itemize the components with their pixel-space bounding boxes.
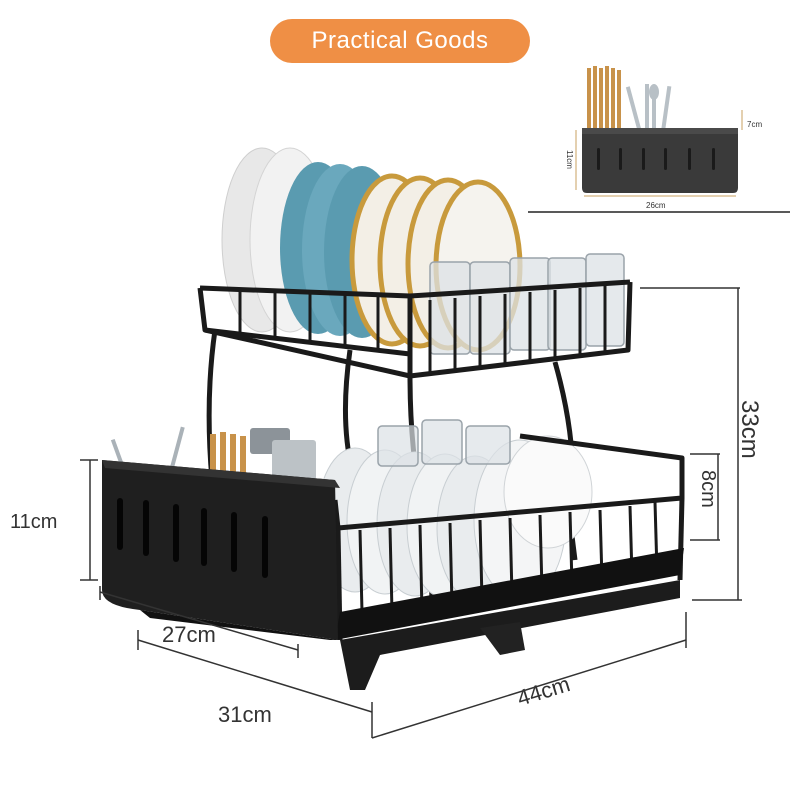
- top-tier-glasses: [429, 253, 625, 355]
- caddy-height-label: 11cm: [10, 511, 57, 533]
- dimension-lines: [80, 287, 742, 739]
- lower-tier-height-label: 8cm: [697, 470, 719, 508]
- bottom-tier-glasses: [377, 419, 511, 467]
- main-dish-rack-image: [102, 147, 685, 690]
- inset-depth-label: 7cm: [747, 120, 762, 129]
- total-height-label: 33cm: [736, 400, 763, 459]
- practical-goods-badge: Practical Goods: [270, 19, 530, 63]
- inset-height-label: 11cm: [565, 150, 574, 169]
- caddy-width-label: 27cm: [162, 622, 216, 647]
- inset-caddy-image: [528, 66, 790, 213]
- depth-label: 31cm: [218, 702, 272, 727]
- cutlery-caddy: [102, 426, 340, 640]
- width-label: 44cm: [514, 671, 573, 711]
- inset-width-label: 26cm: [646, 201, 666, 210]
